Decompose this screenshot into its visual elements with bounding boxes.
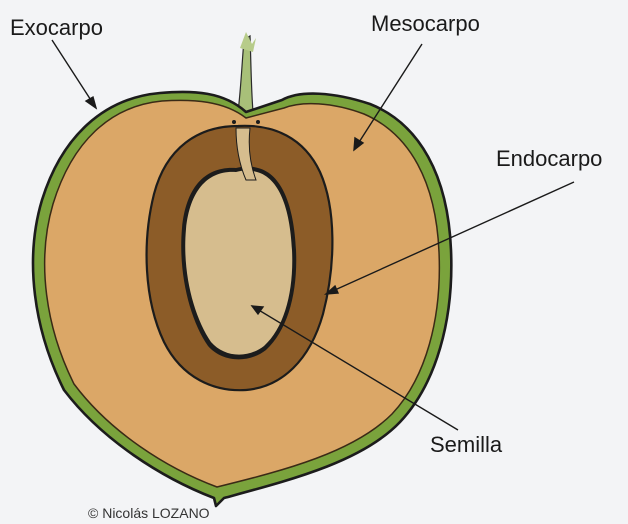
stem-scar-dot [232,120,236,124]
copyright-credit: © Nicolás LOZANO [88,506,210,520]
stem-tip [240,32,256,52]
leader-line-exocarpo [52,40,96,108]
label-mesocarpo: Mesocarpo [371,13,480,35]
label-exocarpo: Exocarpo [10,17,103,39]
label-endocarpo: Endocarpo [496,148,602,170]
stem-scar-dot [256,120,260,124]
arrowhead-exocarpo [86,97,96,108]
label-semilla: Semilla [430,434,502,456]
